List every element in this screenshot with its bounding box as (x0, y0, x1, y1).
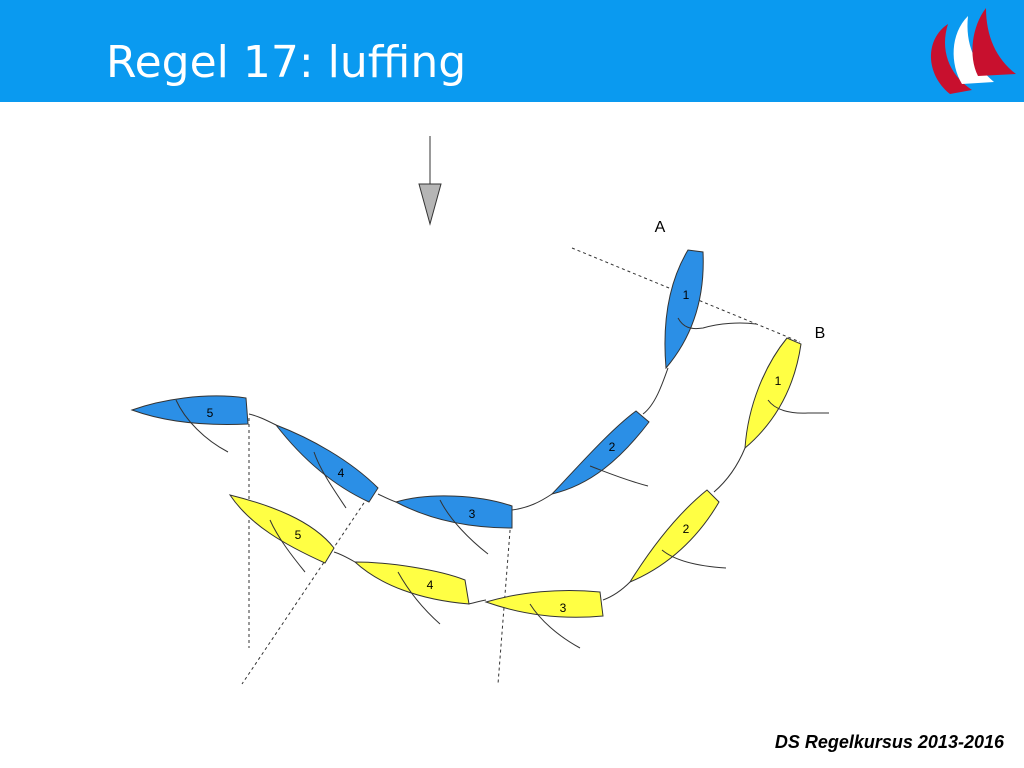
yellow-boat-5-label: 5 (295, 528, 302, 542)
yellow-boat-5: 5 (228, 494, 335, 573)
blue-boat-1: 1 (664, 249, 757, 370)
header-bar: Regel 17: luffing (0, 0, 1024, 102)
yellow-boat-1-label: 1 (775, 374, 782, 388)
luffing-diagram: A B 1 2 3 4 5 1 (130, 136, 829, 685)
blue-boat-3-label: 3 (469, 507, 476, 521)
blue-boat-2-label: 2 (609, 440, 616, 454)
sailing-logo-icon (930, 8, 1016, 94)
mark-label-a: A (655, 219, 666, 236)
yellow-boat-1: 1 (744, 337, 829, 450)
yellow-boat-4-label: 4 (427, 578, 434, 592)
yellow-boat-2-label: 2 (683, 522, 690, 536)
blue-boat-5-label: 5 (207, 406, 214, 420)
blue-boat-4: 4 (274, 423, 379, 509)
blue-boat-3: 3 (394, 495, 513, 555)
mark-label-b: B (815, 325, 826, 342)
blue-boat-5: 5 (130, 395, 249, 453)
blue-boat-1-label: 1 (683, 288, 690, 302)
dashed-lines (241, 247, 801, 685)
blue-boat-4-label: 4 (338, 466, 345, 480)
yellow-boat-2: 2 (628, 489, 727, 584)
yellow-boat-3: 3 (484, 589, 604, 649)
yellow-boat-3-label: 3 (560, 601, 567, 615)
boat-tracks (248, 367, 746, 605)
page-title: Regel 17: luffing (106, 37, 467, 88)
yellow-boat-4: 4 (353, 561, 470, 625)
blue-boat-2: 2 (550, 410, 650, 495)
footer-text: DS Regelkursus 2013-2016 (774, 732, 1004, 752)
wind-arrow-icon (418, 136, 442, 226)
